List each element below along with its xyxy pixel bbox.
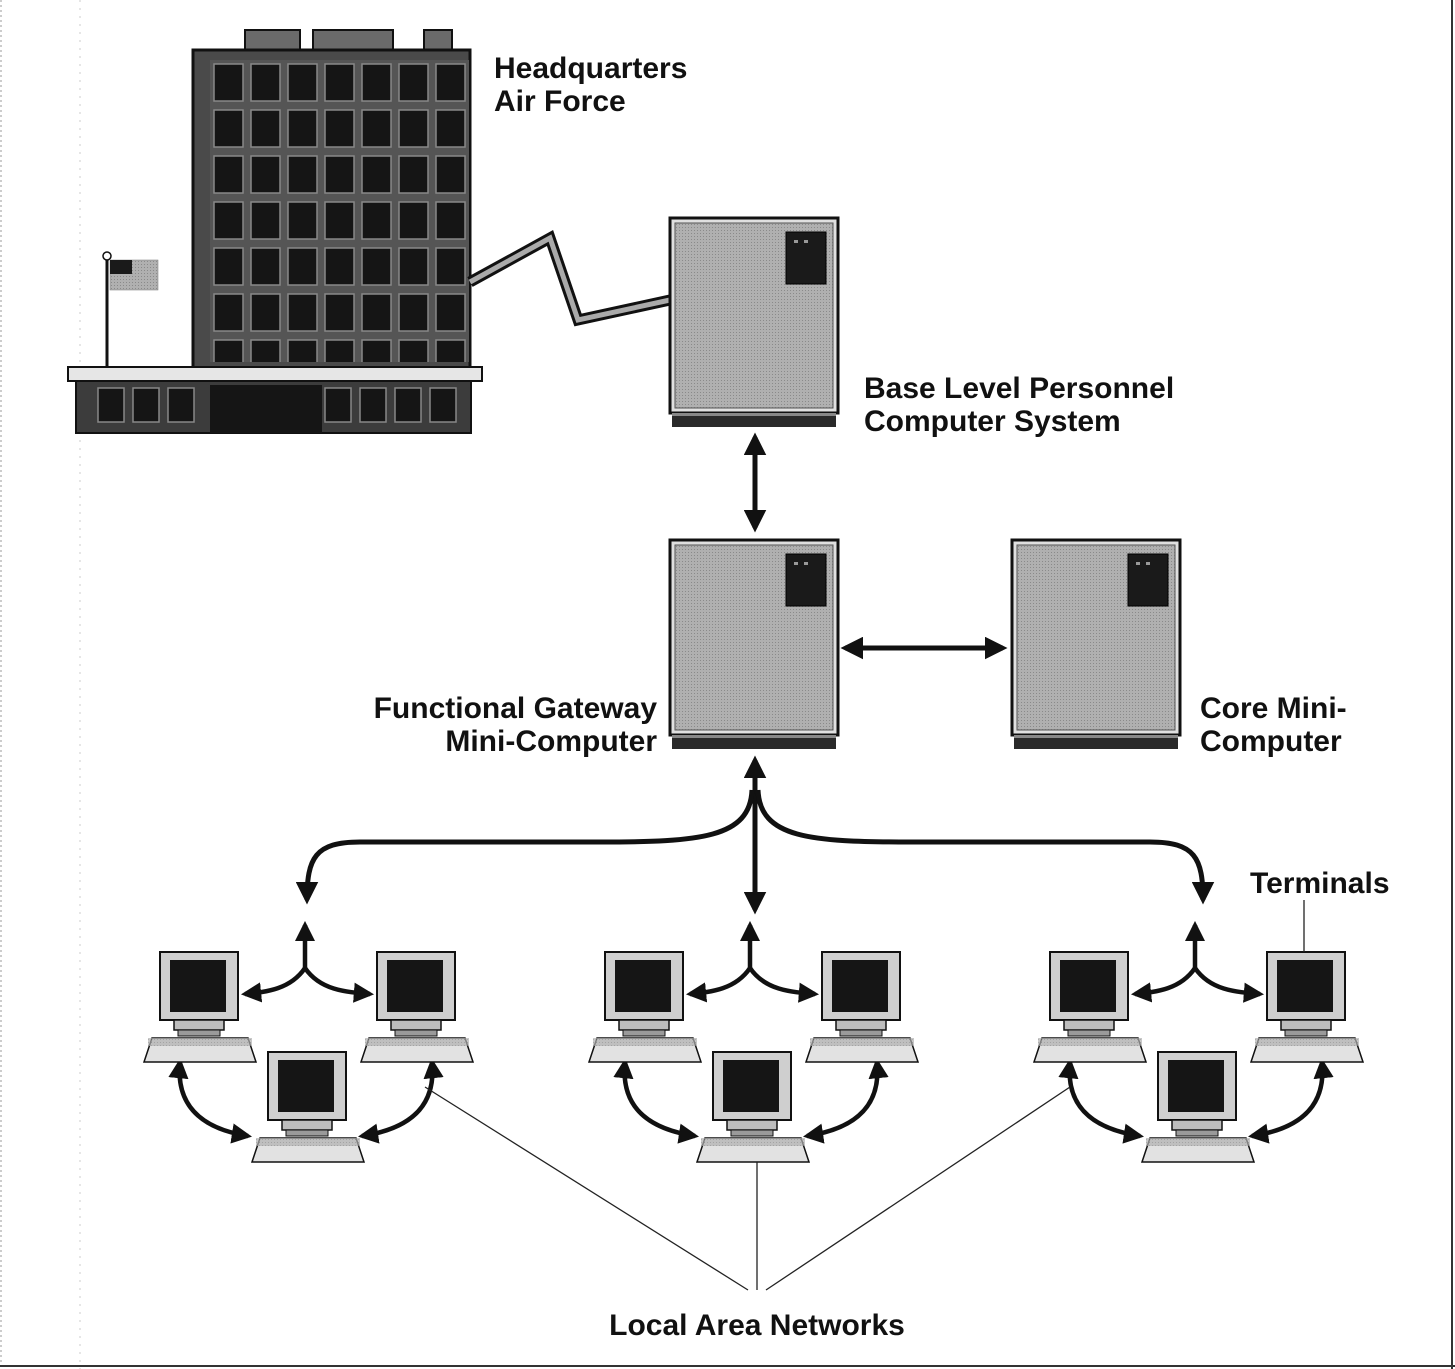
hq-label-line2: Air Force xyxy=(494,85,626,118)
terminal-icon xyxy=(252,1052,364,1162)
core-label-line2: Computer xyxy=(1200,725,1342,758)
gateway-computer-icon xyxy=(670,540,838,749)
gateway-label-line2: Mini-Computer xyxy=(445,725,657,758)
terminal-icon xyxy=(697,1052,809,1162)
terminal-icon xyxy=(806,952,918,1062)
lan-label: Local Area Networks xyxy=(609,1309,905,1342)
gateway-label-line1: Functional Gateway xyxy=(374,692,658,725)
terminal-icon xyxy=(1251,952,1363,1062)
terminal-icon xyxy=(589,952,701,1062)
blpcs-label-line2: Computer System xyxy=(864,405,1121,438)
blpcs-label-line1: Base Level Personnel xyxy=(864,372,1174,405)
terminals-label: Terminals xyxy=(1250,867,1390,900)
core-label-line1: Core Mini- xyxy=(1200,692,1347,725)
core-computer-icon xyxy=(1012,540,1180,749)
terminal-icon xyxy=(1142,1052,1254,1162)
base-level-computer-icon xyxy=(670,218,838,427)
flag-icon xyxy=(103,252,158,367)
building-icon xyxy=(68,30,482,433)
hq-label-line1: Headquarters xyxy=(494,52,687,85)
terminal-icon xyxy=(361,952,473,1062)
terminal-icon xyxy=(144,952,256,1062)
terminal-icon xyxy=(1034,952,1146,1062)
comm-link xyxy=(470,238,670,320)
